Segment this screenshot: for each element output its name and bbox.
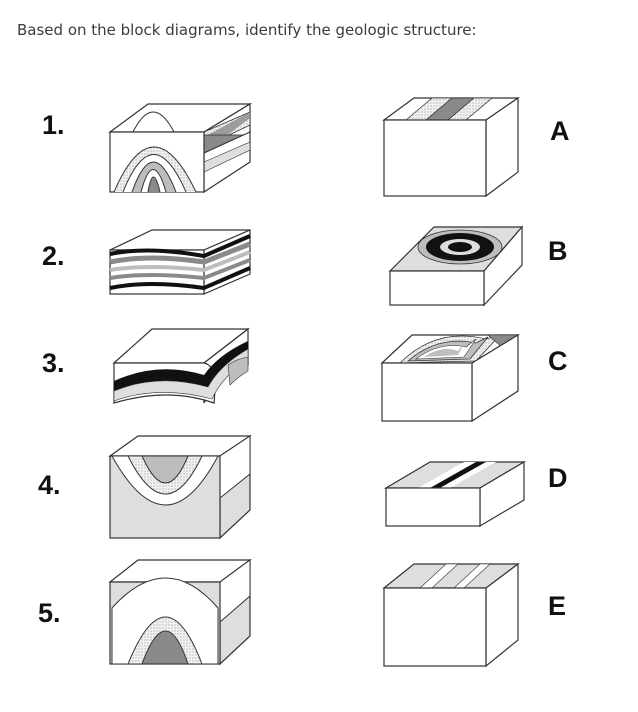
label-1: 1.	[42, 110, 65, 140]
block-diagram-c	[380, 333, 521, 423]
label-b: B	[548, 236, 568, 266]
label-5: 5.	[38, 598, 61, 628]
label-c: C	[548, 346, 568, 376]
block-diagram-2	[109, 229, 251, 295]
block-diagram-5	[108, 558, 252, 666]
label-e: E	[548, 591, 567, 621]
block-diagram-3	[112, 327, 250, 404]
label-3: 3.	[42, 348, 65, 378]
block-diagram-e	[382, 562, 520, 668]
block-diagram-d	[383, 460, 527, 528]
block-diagram-a	[382, 96, 520, 198]
label-2: 2.	[42, 241, 65, 271]
block-diagram-4	[108, 434, 252, 540]
label-a: A	[550, 116, 570, 146]
block-diagram-b	[388, 225, 524, 307]
label-d: D	[548, 463, 568, 493]
block-diagram-1	[108, 102, 253, 194]
question-text: Based on the block diagrams, identify th…	[17, 21, 477, 39]
label-4: 4.	[38, 470, 61, 500]
